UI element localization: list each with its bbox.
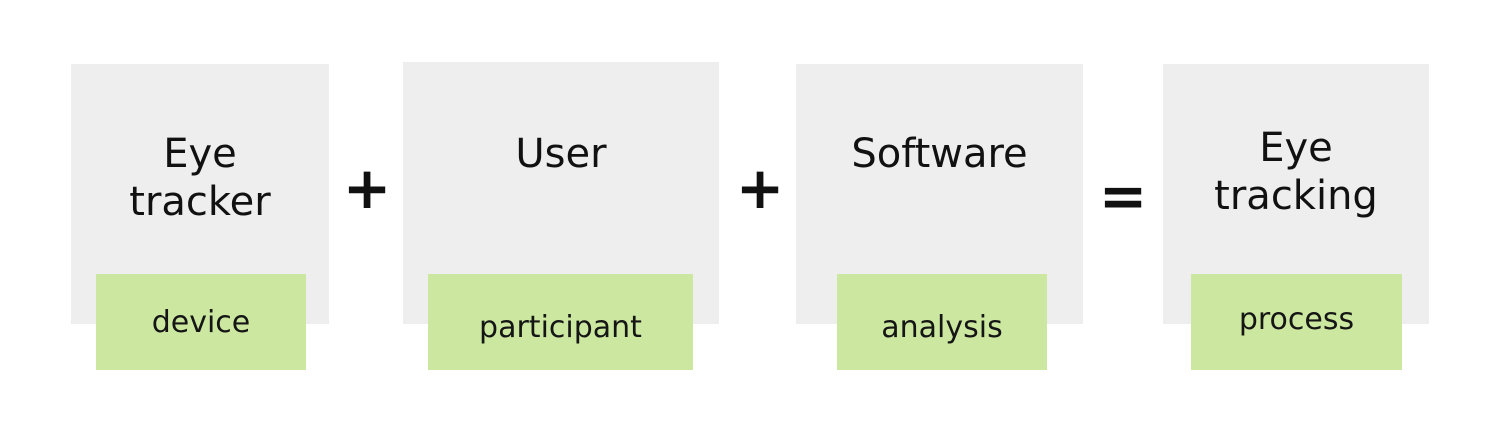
term-title: User [515, 131, 607, 177]
term-tag-analysis: analysis [837, 274, 1047, 370]
equals-operator: = [1098, 162, 1148, 230]
term-tag-participant: participant [428, 274, 693, 370]
term-title: Software [851, 131, 1028, 177]
term-tag-label: participant [479, 309, 642, 345]
plus-operator: + [735, 154, 785, 222]
term-tag-label: device [151, 304, 251, 340]
plus-operator: + [342, 154, 392, 222]
term-tag-process: process [1191, 274, 1402, 370]
term-tag-device: device [96, 274, 306, 370]
term-tag-label: analysis [881, 309, 1003, 345]
term-title: Eye tracker [129, 131, 271, 225]
term-tag-label: process [1238, 301, 1355, 337]
term-title: Eye tracking [1214, 125, 1378, 219]
